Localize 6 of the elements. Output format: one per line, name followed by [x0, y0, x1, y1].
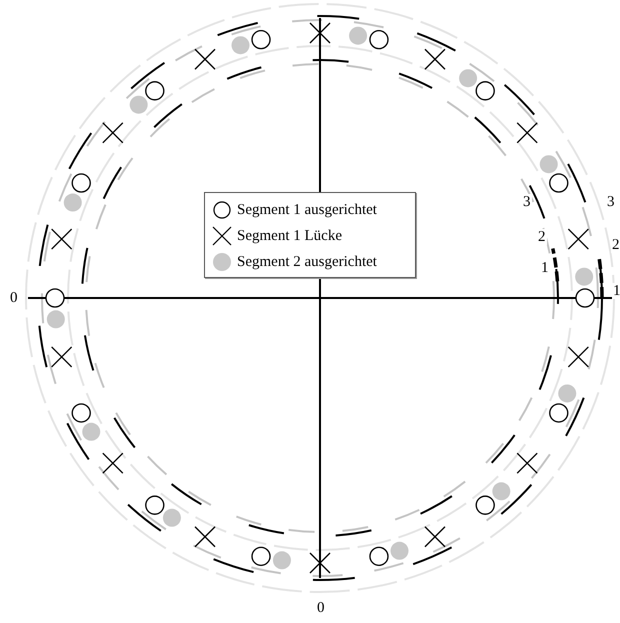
axis-label: 2 [611, 237, 620, 253]
axis-label: 2 [537, 229, 546, 245]
legend-text: Segment 2 ausgerichtet [237, 254, 377, 270]
axis-label: 1 [612, 283, 620, 299]
legend-text: Segment 1 ausgerichtet [237, 202, 377, 218]
legend-text: Segment 1 Lücke [237, 228, 342, 244]
